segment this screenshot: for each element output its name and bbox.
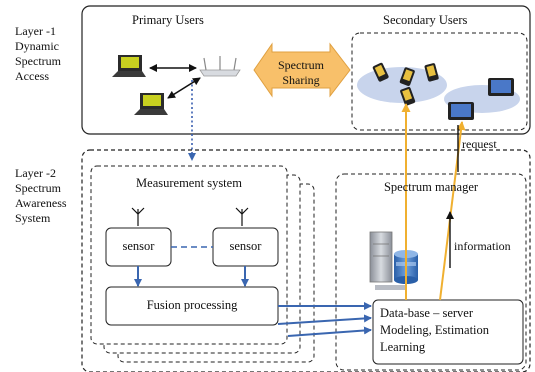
spectrum-sharing-line: Spectrum xyxy=(278,58,324,72)
layer2-label-line: Layer -2 xyxy=(15,166,56,180)
database-server-line: Learning xyxy=(380,340,426,354)
layer1-label: Layer -1 Dynamic Spectrum Access xyxy=(15,24,61,84)
layer1-label-line: Dynamic xyxy=(15,39,59,53)
access-point-icon xyxy=(199,56,241,77)
layer1-box xyxy=(81,5,531,135)
arrow-fusion-db-3 xyxy=(287,326,372,337)
link-laptop-bottom-ap xyxy=(167,77,201,99)
sensor-right-label: sensor xyxy=(229,239,262,253)
secondary-users-box xyxy=(351,32,528,131)
database-server-line: Data-base – server xyxy=(380,306,474,320)
fusion-processing-label: Fusion processing xyxy=(146,298,238,312)
tablet-icon-1 xyxy=(488,78,514,96)
tablet-icon-2 xyxy=(448,102,474,120)
layer1-label-line: Layer -1 xyxy=(15,24,56,38)
secondary-users-title: Secondary Users xyxy=(383,13,468,27)
antenna-right-icon xyxy=(235,207,249,226)
sensor-left-label: sensor xyxy=(122,239,155,253)
layer1-label-line: Access xyxy=(15,69,49,83)
phone-icon-2 xyxy=(399,67,415,86)
yellow-link-2 xyxy=(439,121,466,301)
primary-users-title: Primary Users xyxy=(132,13,204,27)
arrow-fusion-db-2 xyxy=(277,314,372,325)
layer1-label-line: Spectrum xyxy=(15,54,61,68)
layer2-box xyxy=(81,149,531,372)
laptop-bottom-icon xyxy=(134,93,168,115)
laptop-top-icon xyxy=(112,55,146,77)
layer2-label-line: Awareness xyxy=(15,196,67,210)
spectrum-manager-box xyxy=(335,173,527,371)
layer2-label-line: System xyxy=(15,211,51,225)
spectrum-sharing-label: Spectrum Sharing xyxy=(272,58,330,88)
antenna-left-icon xyxy=(131,207,145,226)
database-server-label: Data-base – server Modeling, Estimation … xyxy=(380,305,489,356)
phone-icon-3 xyxy=(424,63,439,82)
information-label: information xyxy=(454,239,511,253)
layer2-label-line: Spectrum xyxy=(15,181,61,195)
database-server-line: Modeling, Estimation xyxy=(380,323,490,337)
spectrum-manager-title: Spectrum manager xyxy=(383,180,479,194)
server-icon xyxy=(369,231,405,290)
phone-icon-1 xyxy=(372,62,389,82)
layer2-label: Layer -2 Spectrum Awareness System xyxy=(15,166,67,226)
phone-icon-4 xyxy=(400,86,416,106)
request-label: request xyxy=(462,137,497,151)
database-server-box xyxy=(372,299,524,365)
spectrum-sharing-line: Sharing xyxy=(282,73,320,87)
measurement-system-title: Measurement system xyxy=(136,176,242,190)
spectrum-sharing-arrow xyxy=(253,42,351,98)
